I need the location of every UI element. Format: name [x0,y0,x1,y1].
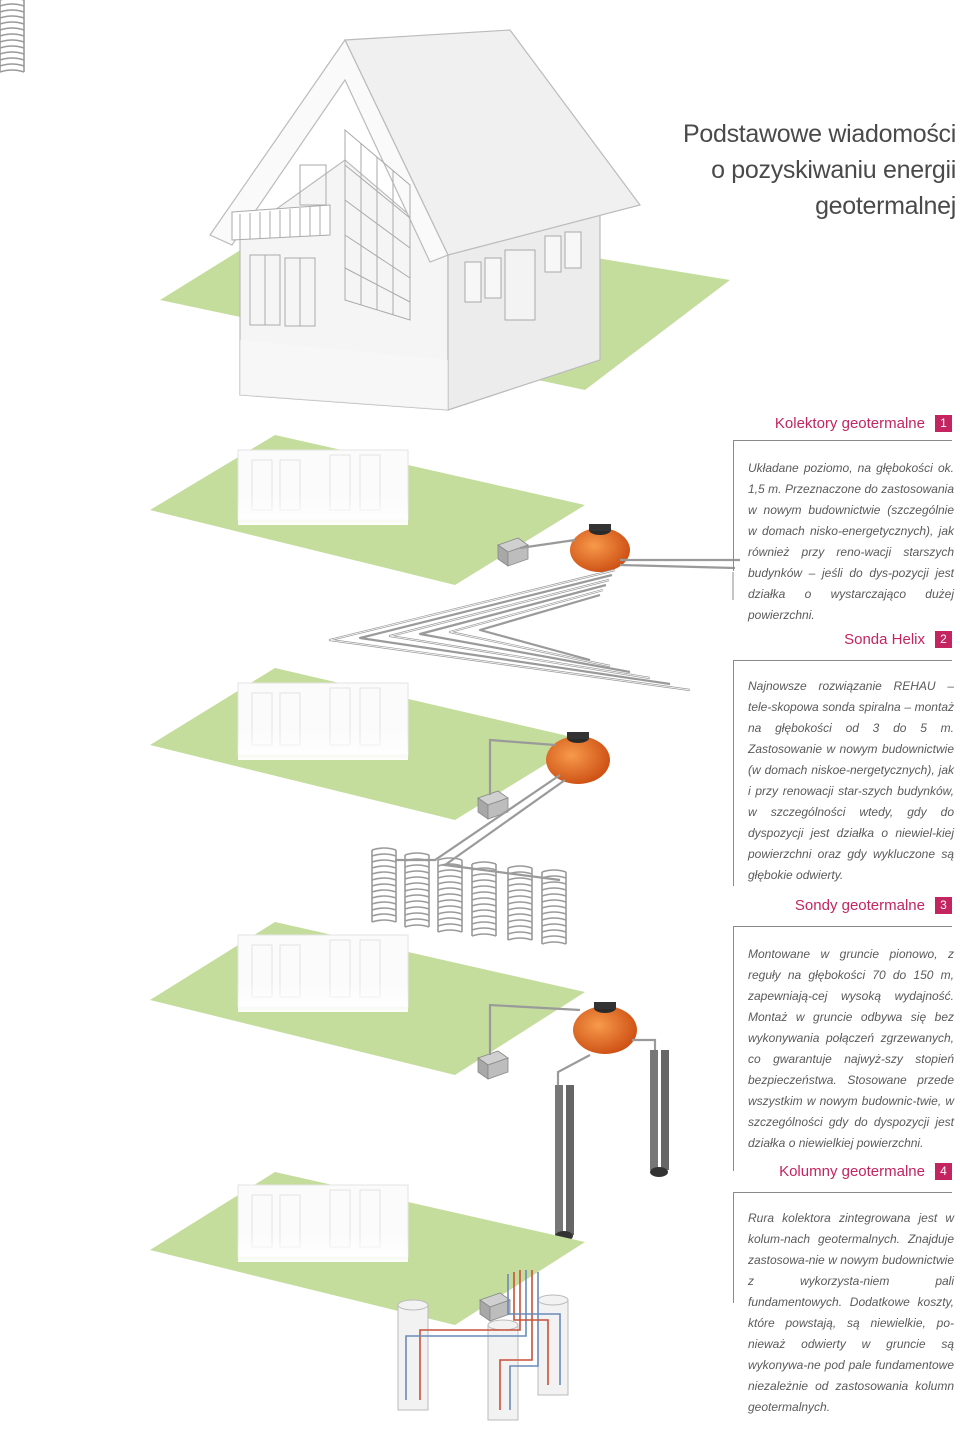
scene-kolumny [150,1172,585,1421]
distribution-tank-1 [570,524,630,572]
gable-window-grid [344,128,411,321]
section-2-bracket [733,660,952,886]
title-line-1: Podstawowe wiadomości [683,120,956,148]
section-3-bracket [733,926,952,1171]
house-main [160,29,730,411]
scene-helix [0,0,610,945]
vertical-probes [555,1050,669,1241]
scene-sondy [150,922,669,1241]
heat-pump-unit-3 [477,1050,509,1080]
side-windows [464,231,582,303]
heat-pump-unit-4 [479,1292,511,1322]
house-doors [249,254,316,327]
section-3-number: 3 [935,896,952,914]
section-4-title: Kolumny geotermalne [779,1162,925,1180]
foundation-piles [397,1294,569,1421]
section-4-number: 4 [935,1162,952,1180]
section-3-heading: Sondy geotermalne 3 [795,894,952,916]
section-1-heading: Kolektory geotermalne 1 [775,412,952,434]
section-1-number: 1 [935,414,952,432]
section-1-bracket [733,440,952,571]
section-4-heading: Kolumny geotermalne 4 [779,1160,952,1182]
section-1-text: Układane poziomo, na głębokości ok. 1,5 … [748,461,954,622]
section-3-title: Sondy geotermalne [794,896,925,914]
section-4-text: Rura kolektora zintegrowana jest w kolum… [748,1211,954,1414]
section-1-title: Kolektory geotermalne [774,414,925,432]
section-2-title: Sonda Helix [844,630,925,648]
heat-pump-unit-1 [497,537,529,567]
scene-kolektory [150,435,740,692]
title-line-3: geotermalnej [815,192,956,220]
page-title: Podstawowe wiadomości o pozyskiwaniu ene… [656,116,956,224]
helix-coils [0,0,567,945]
section-2-text: Najnowsze rozwiązanie REHAU – tele-skopo… [748,679,954,882]
section-4-bracket [733,1192,952,1303]
distribution-tank-3 [573,1002,637,1054]
section-2-number: 2 [935,630,952,648]
pile-pipes [405,1270,561,1410]
distribution-tank-2 [546,732,610,784]
section-3-text: Montowane w gruncie pionowo, z reguły na… [748,947,954,1150]
balcony [231,164,331,241]
title-line-2: o pozyskiwaniu energii [711,156,956,184]
section-2-heading: Sonda Helix 2 [844,628,952,650]
